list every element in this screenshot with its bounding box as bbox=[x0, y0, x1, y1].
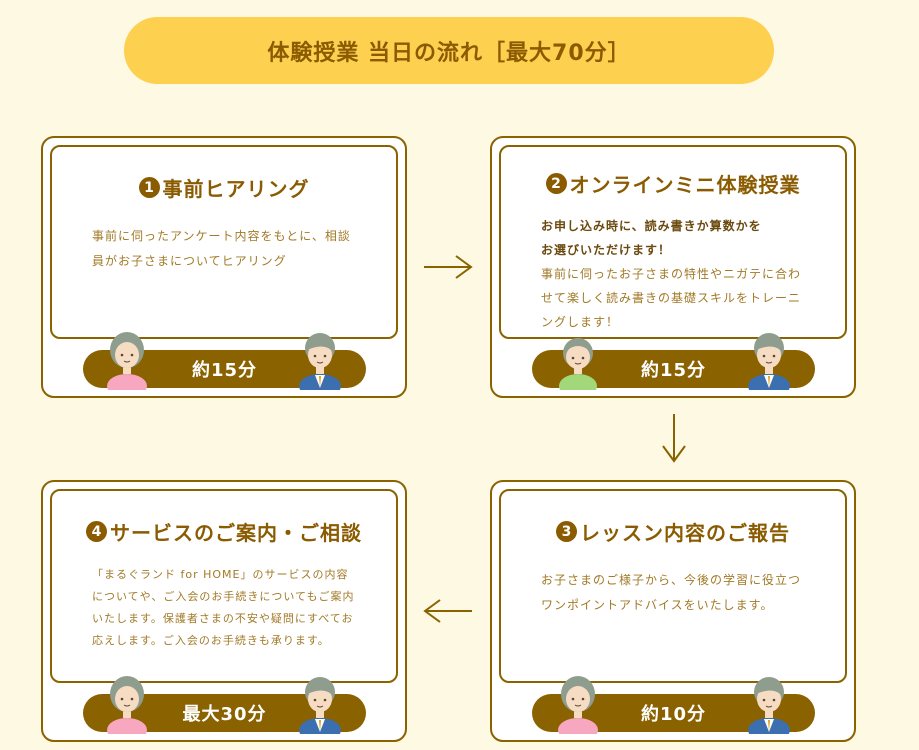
step-2-number-badge: 2 bbox=[545, 173, 567, 194]
step-1-time: 約15分 bbox=[191, 360, 258, 381]
step-3-time: 約10分 bbox=[640, 704, 707, 725]
step-3-number-badge: 3 bbox=[556, 521, 577, 542]
step-card-4: 4 サービスのご案内・ご相談 「まるぐランド for HOME」のサービスの内容… bbox=[41, 480, 407, 742]
step-card-2: 2 オンラインミニ体験授業 お申し込み時に、読み書きか算数かを お選びいただけま… bbox=[490, 136, 856, 398]
step-2-time: 約15分 bbox=[640, 360, 707, 381]
step-2-body-block: お申し込み時に、読み書きか算数かを お選びいただけます！ 事前に伺ったお子さまの… bbox=[541, 214, 805, 334]
step-1-title-text: 事前ヒアリング bbox=[162, 177, 310, 201]
step-card-1-content: 1 事前ヒアリング 事前に伺ったアンケート内容をもとに、相談員がお子さまについて… bbox=[50, 145, 398, 339]
arrow-down-icon bbox=[662, 414, 686, 463]
step-2-emphasis-line-2: お選びいただけます！ bbox=[541, 243, 672, 257]
counselor-icon bbox=[297, 328, 343, 390]
step-4-title-text: サービスのご案内・ご相談 bbox=[110, 521, 362, 545]
step-card-4-content: 4 サービスのご案内・ご相談 「まるぐランド for HOME」のサービスの内容… bbox=[50, 489, 398, 683]
page-title-text: 体験授業 当日の流れ［最大70分］ bbox=[267, 40, 631, 66]
step-1-number-badge: 1 bbox=[138, 177, 160, 198]
step-2-emphasis-line-1: お申し込み時に、読み書きか算数かを bbox=[541, 219, 762, 233]
teacher-icon bbox=[746, 672, 792, 734]
step-4-number-badge: 4 bbox=[86, 521, 107, 542]
step-1-title: 1 事前ヒアリング bbox=[52, 173, 396, 202]
mother-icon bbox=[104, 328, 150, 390]
step-card-1: 1 事前ヒアリング 事前に伺ったアンケート内容をもとに、相談員がお子さまについて… bbox=[41, 136, 407, 398]
teacher-icon bbox=[746, 328, 792, 390]
step-3-title: 3 レッスン内容のご報告 bbox=[501, 517, 845, 546]
arrow-right-icon bbox=[424, 255, 473, 279]
step-2-title-text: オンラインミニ体験授業 bbox=[569, 173, 801, 197]
step-2-body: 事前に伺ったお子さまの特性やニガテに合わせて楽しく読み書きの基礎スキルをトレーニ… bbox=[541, 267, 802, 329]
arrow-left-icon bbox=[423, 599, 472, 623]
step-4-body: 「まるぐランド for HOME」のサービスの内容についてや、ご入会のお手続きに… bbox=[92, 568, 355, 647]
step-card-2-content: 2 オンラインミニ体験授業 お申し込み時に、読み書きか算数かを お選びいただけま… bbox=[499, 145, 847, 339]
mother-icon bbox=[555, 672, 601, 734]
step-3-title-text: レッスン内容のご報告 bbox=[580, 521, 790, 545]
step-card-3: 3 レッスン内容のご報告 お子さまのご様子から、今後の学習に役立つワンポイントア… bbox=[490, 480, 856, 742]
step-card-3-content: 3 レッスン内容のご報告 お子さまのご様子から、今後の学習に役立つワンポイントア… bbox=[499, 489, 847, 683]
step-4-title: 4 サービスのご案内・ご相談 bbox=[52, 517, 396, 546]
step-2-title: 2 オンラインミニ体験授業 bbox=[501, 169, 845, 198]
child-icon bbox=[555, 328, 601, 390]
step-3-body: お子さまのご様子から、今後の学習に役立つワンポイントアドバイスをいたします。 bbox=[541, 573, 802, 612]
step-4-time: 最大30分 bbox=[182, 704, 267, 725]
mother-icon bbox=[104, 672, 150, 734]
step-1-body: 事前に伺ったアンケート内容をもとに、相談員がお子さまについてヒアリング bbox=[92, 229, 351, 268]
page-title: 体験授業 当日の流れ［最大70分］ bbox=[124, 17, 774, 84]
counselor-icon bbox=[297, 672, 343, 734]
